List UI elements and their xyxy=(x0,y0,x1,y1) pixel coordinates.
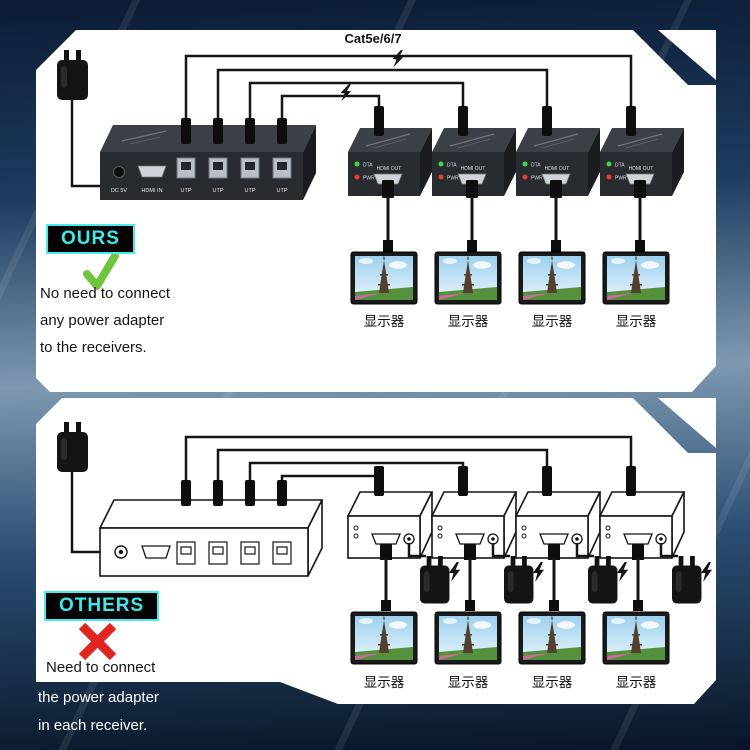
others-description-line: the power adapter xyxy=(38,689,159,706)
monitor-label: 显示器 xyxy=(615,314,657,329)
power-over-cable-bolt-icon xyxy=(391,49,404,69)
monitor xyxy=(434,251,502,305)
utp-ports xyxy=(176,541,292,565)
receiver xyxy=(599,105,685,199)
monitor-label: 显示器 xyxy=(447,314,489,329)
receiver xyxy=(515,105,601,199)
cross-icon xyxy=(78,622,117,661)
utp-label: UTP xyxy=(213,188,224,194)
transmitter-box: DC 5V HDMI IN UTP UTP UTP UTP xyxy=(100,118,316,200)
monitor xyxy=(434,611,502,665)
power-over-cable-bolt-icon xyxy=(339,83,352,103)
others-description-line: Need to connect xyxy=(46,659,156,676)
utp-ports xyxy=(176,157,292,179)
dc-port-label: DC 5V xyxy=(111,188,128,194)
monitor-label: 显示器 xyxy=(363,675,405,690)
monitor-label: 显示器 xyxy=(615,675,657,690)
monitor-label: 显示器 xyxy=(447,675,489,690)
ours-description-line: No need to connect xyxy=(40,285,171,302)
hdmi-in-port xyxy=(137,165,167,178)
others-description-line: in each receiver. xyxy=(38,717,148,734)
utp-cables xyxy=(184,435,633,482)
ours-description-line: any power adapter xyxy=(40,312,165,329)
ours-badge: OURS xyxy=(46,224,135,254)
hdmi-in-label: HDMI IN xyxy=(141,188,162,194)
monitor xyxy=(518,251,586,305)
utp-cables xyxy=(184,54,633,120)
others-badge: OTHERS xyxy=(44,591,160,621)
receiver xyxy=(515,465,601,561)
receiver xyxy=(347,465,433,561)
ours-diagram: DC 5V HDMI IN UTP UTP UTP UTP xyxy=(57,49,685,305)
power-adapter xyxy=(57,422,88,472)
monitor xyxy=(518,611,586,665)
monitor xyxy=(350,611,418,665)
monitor-label: 显示器 xyxy=(531,314,573,329)
receiver xyxy=(431,465,517,561)
hdmi-cables xyxy=(383,196,645,252)
utp-label: UTP xyxy=(277,188,288,194)
power-adapter xyxy=(57,50,88,100)
transmitter-box xyxy=(98,480,324,577)
monitor-label: 显示器 xyxy=(363,314,405,329)
monitor xyxy=(602,611,670,665)
power-cable xyxy=(70,100,101,188)
receiver xyxy=(431,105,517,199)
check-icon xyxy=(83,252,119,290)
ours-description-line: to the receivers. xyxy=(40,339,147,356)
utp-label: UTP xyxy=(245,188,256,194)
others-diagram xyxy=(57,422,712,665)
receiver xyxy=(347,105,433,199)
ours-panel xyxy=(36,30,716,392)
monitor xyxy=(602,251,670,305)
monitor xyxy=(350,251,418,305)
receiver xyxy=(599,465,685,561)
hdmi-cables xyxy=(381,558,643,611)
power-cable xyxy=(70,472,101,554)
receiver-power-adapters xyxy=(407,543,712,604)
utp-label: UTP xyxy=(181,188,192,194)
monitor-label: 显示器 xyxy=(531,675,573,690)
cable-type-label: Cat5e/6/7 xyxy=(344,31,402,46)
